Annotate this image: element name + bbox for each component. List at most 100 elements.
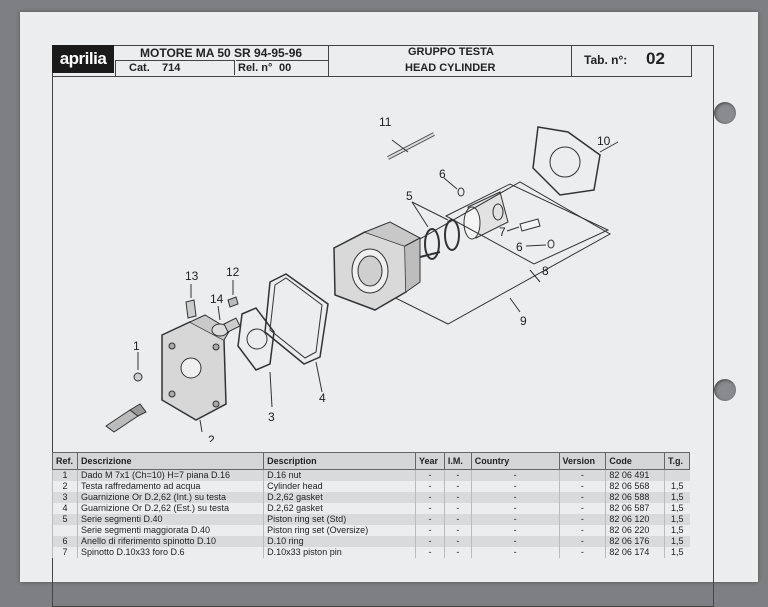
callout-labels: 1 2 3 4 5 6 6 7 8 9 10 11 12 13 14 xyxy=(133,115,611,442)
cell-country: - xyxy=(470,481,560,492)
cell-year: - xyxy=(414,492,445,503)
cell-tg: 1,5 xyxy=(664,492,690,503)
cell-year: - xyxy=(414,481,445,492)
cell-year: - xyxy=(414,547,445,558)
cell-im: - xyxy=(443,503,472,514)
cell-ref: 7 xyxy=(52,547,78,558)
cell-tg: 1,5 xyxy=(664,536,690,547)
cell-tg: 1,5 xyxy=(664,547,690,558)
col-year: Year xyxy=(414,452,445,470)
cell-country: - xyxy=(470,514,560,525)
cell-version: - xyxy=(558,469,606,481)
callout-label: 6 xyxy=(439,167,446,181)
cell-ref: 3 xyxy=(52,492,78,503)
cell-code: 82 06 587 xyxy=(605,503,665,514)
cell-description: Piston ring set (Std) xyxy=(263,514,416,525)
cell-ref xyxy=(52,525,78,536)
part-pin-clip xyxy=(443,177,555,249)
cell-code: 82 06 588 xyxy=(605,492,665,503)
catalog-sheet: aprilia MOTORE MA 50 SR 94-95-96 Cat. 71… xyxy=(20,12,758,607)
cell-description: D.2,62 gasket xyxy=(263,503,416,514)
tab-label: Tab. n°: xyxy=(584,53,628,67)
part-piston-pin xyxy=(506,218,541,232)
cell-tg: 1,5 xyxy=(664,525,690,536)
part-cylinder xyxy=(333,221,441,311)
cell-im: - xyxy=(443,469,472,481)
cat-rel-divider xyxy=(234,60,236,75)
cell-ref: 2 xyxy=(52,481,78,492)
part-cylinder-head xyxy=(161,314,231,433)
cell-country: - xyxy=(470,469,560,481)
cell-descrizione: Serie segmenti maggiorata D.40 xyxy=(76,525,264,536)
cell-tg xyxy=(664,469,690,481)
cell-country: - xyxy=(470,492,560,503)
cell-description: D.10 ring xyxy=(263,536,416,547)
callout-label: 5 xyxy=(406,189,413,203)
callout-label: 13 xyxy=(185,269,199,283)
part-spark-plug xyxy=(105,403,147,433)
cell-version: - xyxy=(558,536,606,547)
callout-label: 2 xyxy=(208,433,215,442)
callout-label: 8 xyxy=(542,264,549,278)
col-ref: Ref. xyxy=(52,452,78,470)
cell-tg: 1,5 xyxy=(664,514,690,525)
col-version: Version xyxy=(558,452,607,470)
aprilia-logo: aprilia xyxy=(52,45,114,73)
cell-description: D.16 nut xyxy=(263,469,416,481)
cat-rel-row xyxy=(115,60,329,76)
table-header-row: Ref. Descrizione Description Year I.M. C… xyxy=(52,452,690,470)
cell-ref: 4 xyxy=(52,503,78,514)
cell-version: - xyxy=(558,514,606,525)
cell-im: - xyxy=(443,514,472,525)
cell-descrizione: Anello di riferimento spinotto D.10 xyxy=(76,536,264,547)
cell-country: - xyxy=(470,547,560,558)
col-descrizione: Descrizione xyxy=(76,452,265,470)
callout-label: 3 xyxy=(268,410,275,424)
cell-description: D.10x33 piston pin xyxy=(263,547,416,558)
group-box xyxy=(328,45,573,77)
assembly-outline xyxy=(351,181,612,325)
tab-value: 02 xyxy=(646,49,665,68)
group-title-it: GRUPPO TESTA xyxy=(408,46,494,58)
rel-label: Rel. n° xyxy=(238,62,273,74)
cell-tg: 1,5 xyxy=(664,481,690,492)
cell-descrizione: Serie segmenti D.40 xyxy=(76,514,264,525)
cell-description: Cylinder head xyxy=(263,481,416,492)
cell-year: - xyxy=(414,536,445,547)
cell-im: - xyxy=(443,547,472,558)
cell-year: - xyxy=(414,503,445,514)
cell-code: 82 06 176 xyxy=(605,536,665,547)
callout-label: 1 xyxy=(133,339,140,353)
cell-country: - xyxy=(470,525,560,536)
cell-descrizione: Spinotto D.10x33 foro D.6 xyxy=(76,547,264,558)
cell-im: - xyxy=(443,536,472,547)
col-code: Code xyxy=(605,452,666,470)
cell-tg: 1,5 xyxy=(664,503,690,514)
cell-year: - xyxy=(414,469,445,481)
cell-description: Piston ring set (Oversize) xyxy=(263,525,416,536)
cell-code: 82 06 174 xyxy=(605,547,665,558)
callout-label: 12 xyxy=(226,265,240,279)
cell-version: - xyxy=(558,492,606,503)
cell-code: 82 06 120 xyxy=(605,514,665,525)
cell-country: - xyxy=(470,503,560,514)
cat-label: Cat. xyxy=(129,62,150,74)
part-piston-rings xyxy=(411,201,460,260)
callout-label: 7 xyxy=(499,225,506,239)
callout-label: 10 xyxy=(597,134,611,148)
exploded-parts-diagram: 1 2 3 4 5 6 6 7 8 9 10 11 12 13 14 xyxy=(105,115,619,442)
binder-hole xyxy=(714,379,736,401)
group-title-en: HEAD CYLINDER xyxy=(405,62,496,74)
rel-value: 00 xyxy=(279,62,292,74)
cell-ref: 6 xyxy=(52,536,78,547)
cell-descrizione: Dado M 7x1 (Ch=10) H=7 piana D.16 xyxy=(76,469,264,481)
part-inner-gasket xyxy=(237,307,275,408)
binder-hole xyxy=(714,102,736,124)
cell-descrizione: Testa raffredamento ad acqua xyxy=(76,481,264,492)
